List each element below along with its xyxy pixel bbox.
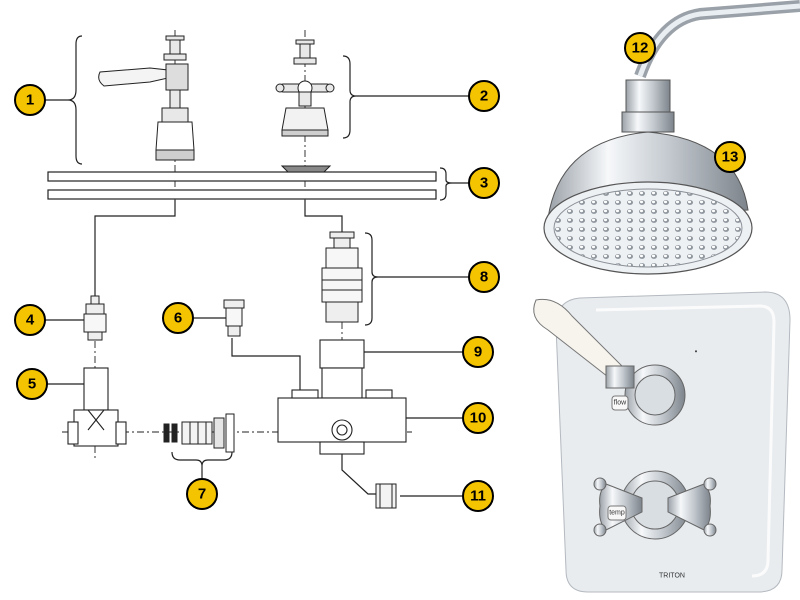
callout-11: 11 bbox=[462, 480, 494, 512]
temp-label: temp bbox=[609, 510, 625, 517]
callout-3: 3 bbox=[468, 167, 500, 199]
thermostatic-cartridge bbox=[321, 231, 363, 323]
svg-text:11: 11 bbox=[470, 488, 486, 505]
callout-7: 7 bbox=[186, 478, 218, 510]
svg-text:13: 13 bbox=[722, 149, 739, 166]
callout-2: 2 bbox=[468, 80, 500, 112]
connector-kit bbox=[163, 413, 235, 453]
svg-text:10: 10 bbox=[470, 410, 487, 427]
thermostatic-valve-body bbox=[277, 339, 407, 455]
outlet-cap bbox=[375, 483, 397, 509]
temperature-control-handle: temp bbox=[593, 470, 717, 540]
callout-9: 9 bbox=[462, 336, 494, 368]
flow-valve-body bbox=[67, 367, 127, 447]
callout-10: 10 bbox=[462, 402, 494, 434]
svg-text:9: 9 bbox=[474, 344, 482, 361]
flow-control-handle: flow bbox=[533, 298, 686, 426]
isolator-cartridge bbox=[223, 299, 245, 337]
callout-8: 8 bbox=[468, 261, 500, 293]
svg-text:4: 4 bbox=[26, 312, 35, 329]
crosshead-valve-assembly bbox=[275, 39, 335, 173]
callout-5: 5 bbox=[16, 368, 48, 400]
svg-text:3: 3 bbox=[480, 175, 488, 192]
shower-head bbox=[543, 79, 753, 275]
callout-6: 6 bbox=[162, 302, 194, 334]
diagram-lines bbox=[44, 35, 470, 497]
callout-13: 13 bbox=[714, 141, 746, 173]
wall-panel bbox=[47, 171, 437, 200]
svg-text:12: 12 bbox=[632, 40, 649, 57]
flow-cartridge bbox=[83, 295, 107, 341]
flow-label: flow bbox=[614, 400, 627, 407]
svg-text:1: 1 bbox=[26, 92, 34, 109]
mixer-valve-product: ▪ TRITON flow temp bbox=[533, 291, 791, 593]
svg-text:▪: ▪ bbox=[695, 349, 698, 356]
svg-text:2: 2 bbox=[480, 88, 488, 105]
svg-text:8: 8 bbox=[480, 269, 488, 286]
shower-arm bbox=[634, 0, 800, 79]
svg-text:5: 5 bbox=[28, 376, 36, 393]
brand-mark: TRITON bbox=[659, 573, 685, 580]
svg-text:6: 6 bbox=[174, 310, 182, 327]
callout-1: 1 bbox=[14, 84, 46, 116]
callout-12: 12 bbox=[624, 32, 656, 64]
svg-text:7: 7 bbox=[198, 486, 206, 503]
callout-4: 4 bbox=[14, 304, 46, 336]
lever-valve-assembly bbox=[98, 35, 195, 161]
